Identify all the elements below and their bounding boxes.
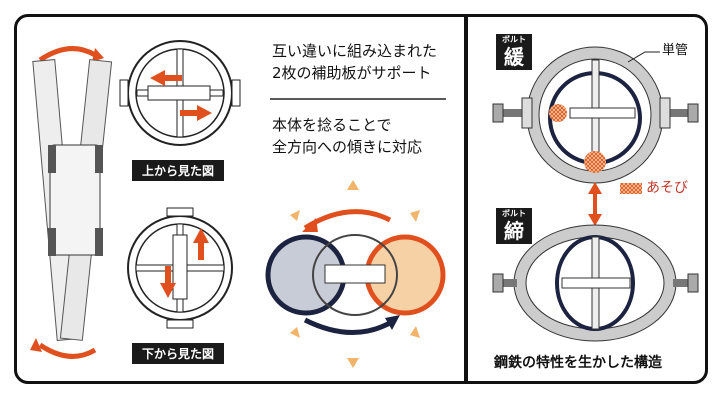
play-label: あそび — [646, 180, 688, 196]
play-legend-swatch — [620, 183, 642, 194]
top-view-diagram — [119, 40, 241, 146]
description-2: 本体を捻ることで 全方向への傾きに対応 — [272, 114, 422, 158]
tilt-diagram — [265, 180, 446, 368]
bolt-tight-badge: ボルト 締 — [496, 208, 532, 244]
tight-label: 締 — [504, 219, 524, 243]
description-2-line-1: 本体を捻ることで — [272, 116, 392, 134]
loose-label: 緩 — [504, 45, 524, 69]
rotate-arrow-bottom — [38, 342, 97, 359]
caption: 鋼鉄の特性を生かした構造 — [494, 355, 662, 371]
pipe-illustration — [30, 46, 113, 359]
description-1-line-2: 2枚の補助板がサポート — [272, 64, 432, 82]
bolt-label: ボルト — [502, 209, 526, 218]
bottom-view-label: 下から見た図 — [132, 343, 225, 364]
description-2-line-2: 全方向への傾きに対応 — [272, 138, 423, 156]
tight-bolt-diagram — [492, 224, 699, 342]
bolt-label: ボルト — [502, 35, 526, 44]
description-1-line-1: 互い違いに組み込まれた — [272, 42, 438, 60]
top-view-label: 上から見た図 — [132, 160, 225, 181]
outer-frame — [14, 14, 708, 384]
description-1: 互い違いに組み込まれた 2枚の補助板がサポート — [272, 40, 437, 84]
bolt-loose-badge: ボルト 緩 — [496, 34, 532, 70]
bottom-view-diagram — [127, 207, 233, 329]
panel-divider — [464, 14, 468, 384]
rotate-arrow-top — [38, 46, 97, 63]
pipe-label: 単管 — [662, 43, 689, 58]
loose-bolt-diagram — [492, 46, 699, 226]
